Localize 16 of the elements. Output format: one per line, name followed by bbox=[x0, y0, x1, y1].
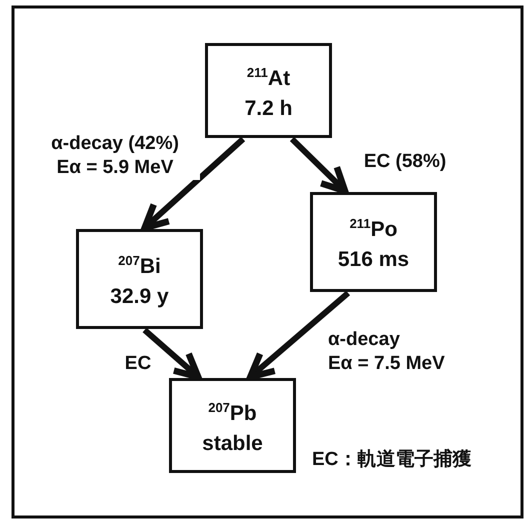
half-life: 32.9 y bbox=[110, 284, 169, 310]
half-life: 516 ms bbox=[338, 247, 410, 273]
arrow bbox=[290, 136, 348, 194]
arrow bbox=[247, 290, 350, 380]
nuclide-symbol: $^{207}$Pb bbox=[208, 398, 257, 426]
nuclide-symbol: $^{211}$Po bbox=[350, 215, 398, 243]
arrow bbox=[142, 328, 202, 380]
arrow bbox=[141, 136, 246, 232]
nuclide-box bbox=[169, 378, 296, 473]
nuclide-box bbox=[76, 229, 203, 329]
nuclide-symbol: $^{207}$Bi bbox=[118, 252, 161, 280]
nuclide-symbol: $^{211}$At bbox=[246, 64, 290, 92]
half-life: stable bbox=[202, 430, 263, 456]
nuclide-box bbox=[310, 192, 437, 292]
nuclide-box bbox=[205, 43, 332, 138]
half-life: 7.2 h bbox=[244, 96, 292, 122]
